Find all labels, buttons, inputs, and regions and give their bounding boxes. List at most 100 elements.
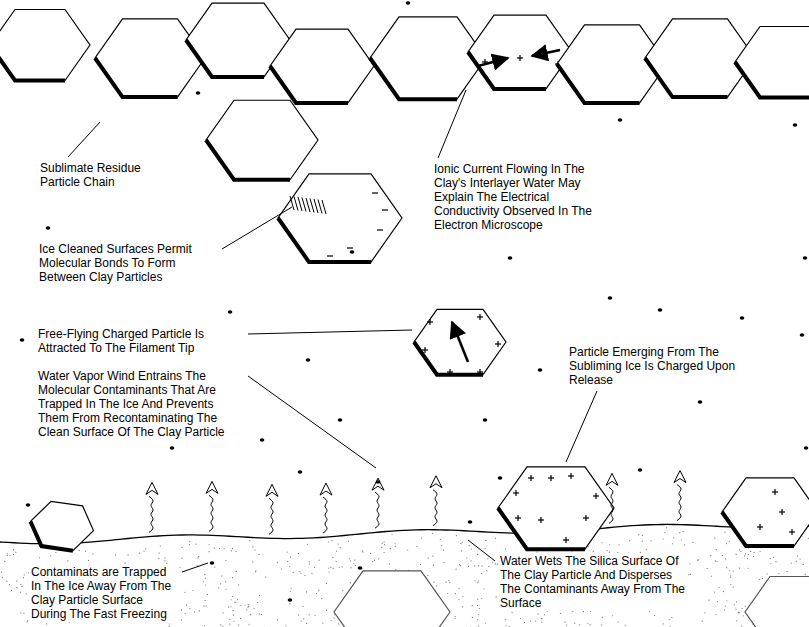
stipple-dot	[759, 579, 760, 580]
stipple-dot	[246, 609, 247, 610]
stipple-dot	[219, 548, 220, 549]
leader-line	[248, 376, 376, 468]
stipple-dot	[485, 622, 486, 623]
stipple-dot	[722, 555, 723, 556]
stipple-dot	[681, 539, 682, 540]
stipple-dot	[478, 580, 479, 581]
stipple-dot	[287, 561, 288, 562]
contaminant-dot	[298, 470, 303, 474]
annotation-label: Particle Emerging From The Subliming Ice…	[567, 344, 739, 388]
stipple-dot	[492, 562, 493, 563]
stipple-dot	[432, 533, 433, 534]
stipple-dot	[328, 571, 329, 572]
stipple-dot	[230, 606, 231, 607]
annotation-label: Water Vapor Wind Entrains The Molecular …	[36, 368, 245, 440]
particle-edge	[0, 45, 65, 81]
stipple-dot	[309, 614, 310, 615]
contaminant-dot	[468, 520, 473, 524]
stipple-dot	[26, 593, 27, 594]
charge-sign	[595, 493, 596, 499]
stipple-dot	[477, 599, 478, 600]
stipple-dot	[225, 581, 226, 582]
annotation-label: Ice Cleaned Surfaces Permit Molecular Bo…	[37, 241, 219, 285]
stipple-dot	[484, 588, 485, 589]
stipple-dot	[564, 621, 565, 622]
stipple-dot	[745, 606, 746, 607]
stipple-dot	[203, 605, 204, 606]
stipple-dot	[381, 547, 382, 548]
stipple-dot	[16, 580, 17, 581]
clay-particle	[498, 467, 614, 549]
stipple-dot	[350, 560, 351, 561]
vapor-arrowhead	[206, 481, 218, 493]
stipple-dot	[709, 600, 710, 601]
stipple-dot	[316, 593, 317, 594]
stipple-dot	[299, 571, 300, 572]
stipple-dot	[601, 624, 602, 625]
stipple-dot	[505, 619, 506, 620]
clay-particle	[722, 478, 809, 546]
molecular-bonds	[290, 196, 326, 214]
stipple-dot	[669, 626, 670, 627]
vapor-arrowhead	[320, 483, 332, 495]
stipple-dot	[259, 613, 260, 614]
stipple-dot	[205, 584, 206, 585]
stipple-dot	[231, 550, 232, 551]
stipple-dot	[204, 574, 205, 575]
stipple-dot	[748, 554, 749, 555]
stipple-dot	[238, 584, 239, 585]
stipple-dot	[488, 566, 489, 567]
stipple-dot	[478, 614, 479, 615]
stipple-dot	[748, 568, 749, 569]
stipple-dot	[738, 612, 739, 613]
stipple-dot	[2, 577, 3, 578]
stipple-dot	[340, 547, 341, 548]
stipple-dot	[449, 582, 450, 583]
stipple-dot	[416, 546, 417, 547]
stipple-dot	[248, 606, 249, 607]
attraction-arrow	[452, 322, 468, 362]
stipple-dot	[456, 535, 457, 536]
stipple-dot	[646, 549, 647, 550]
stipple-dot	[717, 601, 718, 602]
stipple-dot	[427, 575, 428, 576]
stipple-dot	[736, 620, 737, 621]
stipple-dot	[342, 566, 343, 567]
stipple-dot	[234, 601, 235, 602]
contaminant-dot	[170, 446, 175, 450]
stipple-dot	[337, 543, 338, 544]
stipple-dot	[698, 559, 699, 560]
stipple-dot	[354, 559, 355, 560]
bond-line	[298, 197, 302, 211]
vapor-stream	[609, 487, 613, 523]
stipple-dot	[474, 580, 475, 581]
stipple-dot	[472, 605, 473, 606]
stipple-dot	[593, 551, 594, 552]
stipple-dot	[207, 594, 208, 595]
stipple-dot	[735, 609, 736, 610]
stipple-dot	[723, 591, 724, 592]
stipple-dot	[716, 549, 717, 550]
charge-sign	[759, 524, 760, 530]
stipple-dot	[318, 590, 319, 591]
contaminant-dot	[406, 1, 411, 5]
charge-sign	[347, 247, 353, 248]
stipple-dot	[20, 592, 21, 593]
vapor-stream	[375, 492, 379, 528]
stipple-dot	[762, 578, 763, 579]
stipple-dot	[530, 620, 531, 621]
stipple-dot	[290, 557, 291, 558]
stipple-dot	[254, 608, 255, 609]
stipple-dot	[729, 570, 730, 571]
stipple-dot	[800, 558, 801, 559]
stipple-dot	[805, 574, 806, 575]
stipple-dot	[255, 570, 256, 571]
stipple-dot	[669, 619, 670, 620]
stipple-dot	[350, 567, 351, 568]
stipple-dot	[460, 543, 461, 544]
contaminant-dot	[698, 400, 703, 404]
stipple-dot	[747, 558, 748, 559]
charge-sign	[327, 255, 333, 256]
stipple-dot	[159, 553, 160, 554]
stipple-dot	[214, 567, 215, 568]
